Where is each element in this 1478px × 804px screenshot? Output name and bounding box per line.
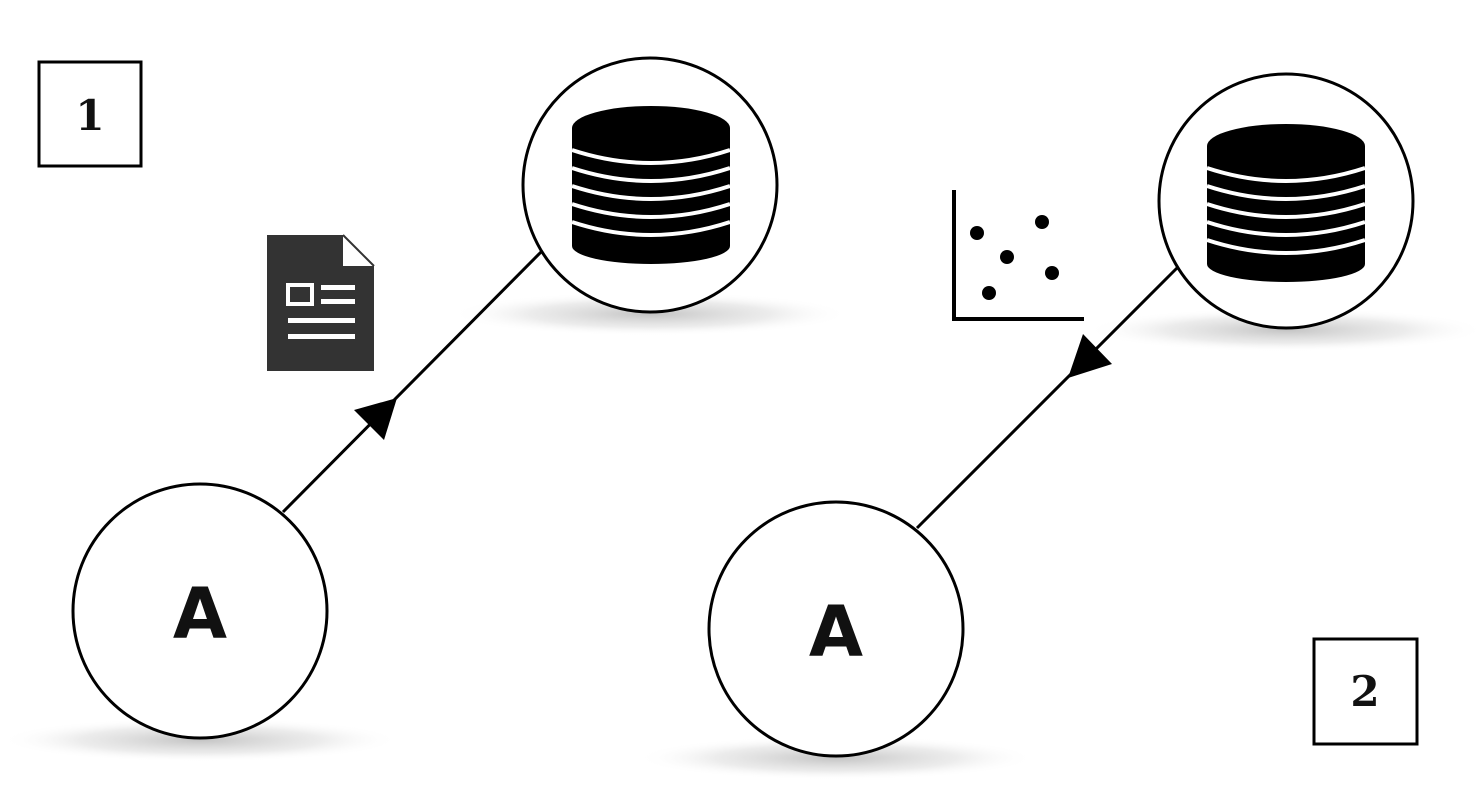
database-icon xyxy=(1206,124,1366,282)
panel-1: 1 xyxy=(0,56,850,762)
agent-node-2: A xyxy=(707,500,965,758)
database-node-2 xyxy=(1157,72,1415,330)
panel-2: A 2 xyxy=(636,72,1478,780)
document-icon xyxy=(267,234,375,371)
flow-arrow-2 xyxy=(915,266,1179,530)
step-label-2: 2 xyxy=(1350,667,1379,716)
database-shadow-2 xyxy=(1086,308,1478,352)
database-shadow-1 xyxy=(450,292,850,336)
database-icon xyxy=(571,106,731,264)
agent-label-1: A xyxy=(173,573,227,655)
database-node-1 xyxy=(521,56,779,314)
agent-label-2: A xyxy=(809,591,863,673)
agent-node-1: A xyxy=(71,482,329,740)
flow-arrow-1 xyxy=(281,250,543,514)
step-label-1: 1 xyxy=(75,91,104,140)
agent-shadow-1 xyxy=(0,718,400,762)
step-label-box-2: 2 xyxy=(1312,637,1419,746)
step-label-box-1: 1 xyxy=(37,60,143,168)
agent-shadow-2 xyxy=(636,736,1036,780)
scatter-plot-icon xyxy=(952,190,1084,321)
